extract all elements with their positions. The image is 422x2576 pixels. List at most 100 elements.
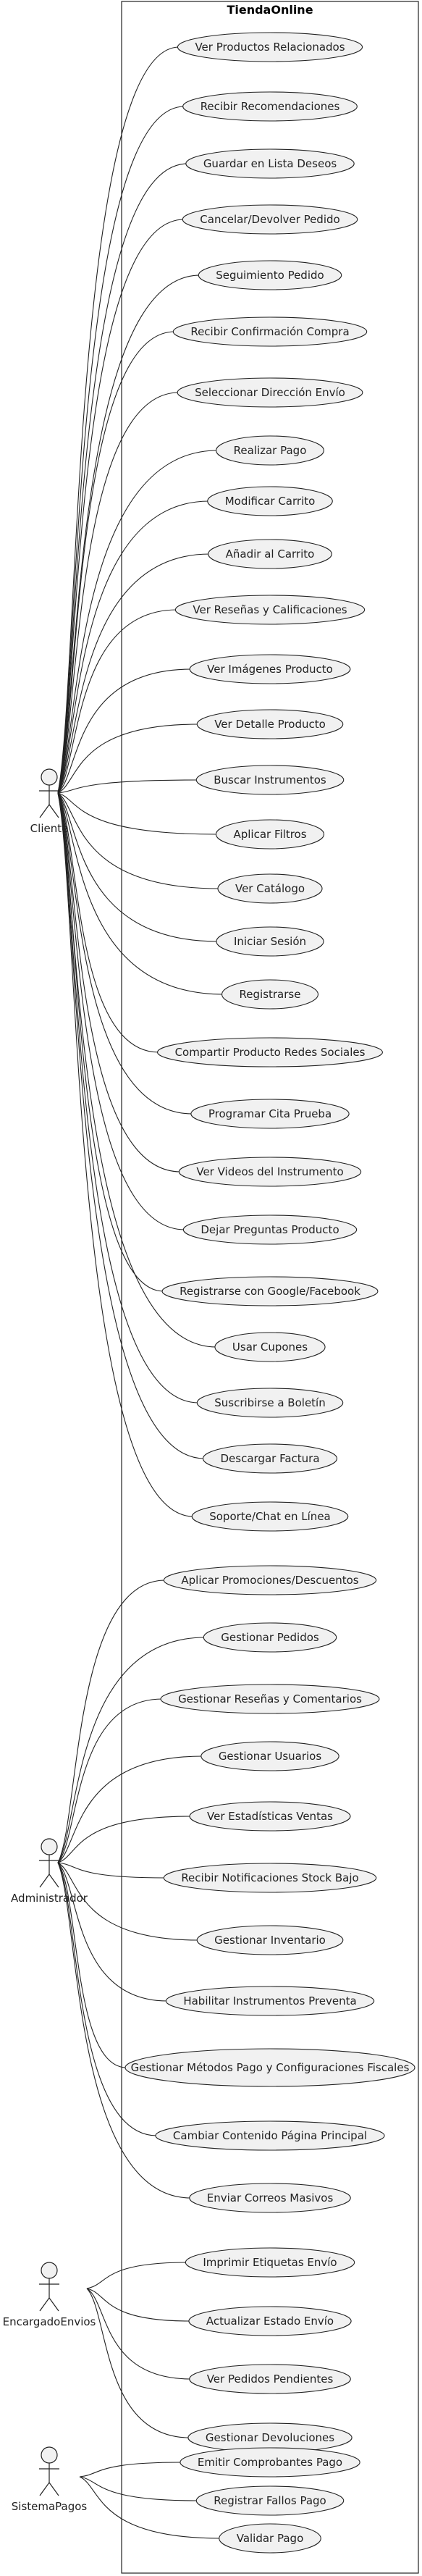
use-case: Gestionar Métodos Pago y Configuraciones… [125, 2048, 415, 2087]
use-case-ellipse [207, 486, 333, 516]
use-case-label: Ver Pedidos Pendientes [207, 2372, 334, 2386]
actor-label: EncargadoEnvios [3, 2315, 96, 2328]
use-case-ellipse [160, 1684, 380, 1714]
actor-head [41, 768, 58, 786]
use-case-label: Gestionar Reseñas y Comentarios [178, 1692, 362, 1706]
use-case-label: Validar Pago [237, 2532, 304, 2545]
use-case: Gestionar Reseñas y Comentarios [160, 1684, 380, 1714]
association-line [57, 792, 199, 1404]
use-case: Imprimir Etiquetas Envío [185, 2247, 355, 2278]
actor-leg-left [39, 804, 50, 818]
association-line [57, 779, 198, 794]
association-line [86, 2288, 190, 2322]
association-line [57, 331, 175, 794]
use-case-ellipse [189, 1801, 351, 1832]
use-case: Usar Cupones [214, 1332, 326, 1362]
association-line [86, 2288, 190, 2438]
association-line [57, 792, 216, 1348]
use-case-ellipse [208, 539, 332, 569]
use-case-label: Ver Detalle Producto [214, 718, 326, 731]
use-case-label: Recibir Notificaciones Stock Bajo [181, 1871, 358, 1884]
association-line [57, 1698, 163, 1863]
association-line [57, 553, 210, 794]
use-case-label: Modificar Carrito [225, 495, 316, 508]
association-line [57, 1862, 127, 2068]
use-case-ellipse [215, 819, 325, 849]
actor-admin: Administrador [11, 1838, 88, 1905]
use-case-ellipse [189, 2183, 351, 2213]
use-case-ellipse [165, 1986, 375, 2016]
association-line [79, 2462, 182, 2478]
actor-label: Cliente [30, 822, 69, 835]
actor-leg-left [39, 2482, 50, 2496]
use-case-ellipse [155, 2120, 385, 2151]
use-case: Ver Productos Relacionados [177, 32, 363, 62]
actor-label: Administrador [11, 1892, 88, 1905]
association-line [57, 723, 199, 794]
association-line [57, 792, 159, 1053]
use-case-ellipse [161, 1276, 379, 1306]
use-case-label: Aplicar Promociones/Descuentos [181, 1574, 358, 1587]
use-case-label: Gestionar Métodos Pago y Configuraciones… [131, 2061, 410, 2074]
use-case-ellipse [180, 2447, 360, 2478]
use-case-label: Cancelar/Devolver Pedido [200, 213, 339, 226]
actor-head [41, 2262, 58, 2279]
association-line [79, 2476, 221, 2539]
use-case-label: Emitir Comprobantes Pago [198, 2456, 342, 2469]
use-case-label: Enviar Correos Masivos [207, 2191, 334, 2204]
use-case: Habilitar Instrumentos Preventa [165, 1986, 375, 2016]
association-line [57, 274, 201, 794]
use-case-label: Ver Productos Relacionados [195, 41, 345, 54]
use-case-ellipse [196, 1388, 344, 1418]
use-case: Aplicar Filtros [215, 819, 325, 849]
use-case-ellipse [201, 1741, 339, 1771]
use-case-ellipse [163, 1565, 377, 1595]
use-case: Recibir Notificaciones Stock Bajo [163, 1863, 377, 1893]
use-case: Soporte/Chat en Línea [191, 1501, 349, 1532]
use-case-label: Realizar Pago [234, 444, 307, 457]
association-line [57, 1637, 206, 1863]
actors: ClienteAdministradorEncargadoEnviosSiste… [3, 768, 96, 2513]
use-case-ellipse [191, 1501, 349, 1532]
use-case-ellipse [188, 2306, 352, 2336]
association-line [57, 668, 192, 794]
use-case: Descargar Factura [202, 1443, 338, 1474]
use-case-label: Suscribirse a Boletín [214, 1396, 325, 1409]
use-case-ellipse [196, 1925, 344, 1955]
use-case-ellipse [163, 1863, 377, 1893]
use-case: Recibir Recomendaciones [182, 91, 358, 122]
association-line [57, 792, 219, 889]
actor-leg-right [48, 2297, 59, 2312]
actor-leg-left [39, 1874, 50, 1888]
association-line [57, 792, 193, 1115]
use-case-label: Habilitar Instrumentos Preventa [183, 1994, 356, 2007]
use-case-label: Imprimir Etiquetas Envío [203, 2256, 337, 2269]
use-case-label: Seleccionar Dirección Envío [195, 386, 345, 399]
use-case-ellipse [185, 148, 355, 179]
use-case: Ver Catálogo [217, 873, 323, 904]
use-case-label: Ver Imágenes Producto [207, 663, 333, 676]
use-case-label: Añadir al Carrito [226, 547, 315, 561]
use-case-ellipse [177, 32, 363, 62]
use-case-ellipse [198, 260, 342, 290]
association-line [57, 1816, 192, 1863]
use-case-ellipse [216, 435, 324, 466]
use-case-label: Iniciar Sesión [234, 935, 306, 948]
association-line [57, 219, 185, 794]
association-line [57, 1579, 166, 1863]
use-case: Añadir al Carrito [208, 539, 332, 569]
use-case-ellipse [190, 1099, 350, 1129]
use-case: Registrarse con Google/Facebook [161, 1276, 379, 1306]
use-case: Recibir Confirmación Compra [172, 316, 368, 347]
use-case-ellipse [195, 765, 345, 795]
use-case-label: Ver Catálogo [235, 882, 305, 895]
use-case: Validar Pago [219, 2523, 321, 2554]
association-line [57, 1862, 199, 1941]
association-line [57, 792, 185, 1230]
use-case-label: Recibir Confirmación Compra [190, 325, 349, 338]
association-line [57, 792, 218, 942]
association-line [57, 163, 187, 794]
association-line [86, 2288, 191, 2380]
system-title: TiendaOnline [227, 3, 313, 17]
